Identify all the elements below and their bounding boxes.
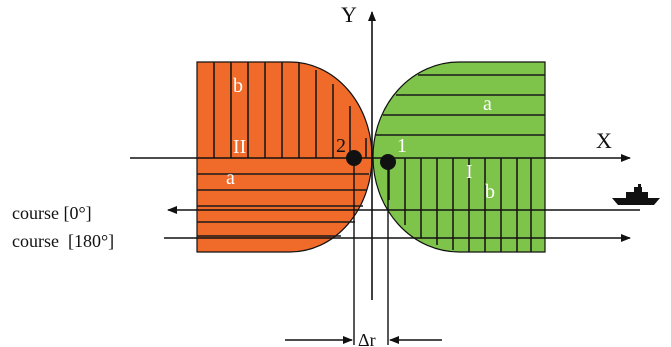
- delta-r-extension-lines: [353, 158, 389, 345]
- right-region-vertical-hatch: [388, 158, 532, 252]
- point-1-label: 1: [397, 135, 407, 157]
- point-2-marker: [346, 150, 362, 166]
- left-upper-sub-label: b: [233, 75, 243, 97]
- x-axis-label: X: [596, 128, 612, 153]
- right-region: [372, 61, 546, 253]
- right-lower-roman-label: I: [466, 161, 473, 183]
- right-lower-sub-label: b: [485, 181, 495, 203]
- left-region-vertical-hatch: [213, 62, 367, 158]
- left-region: [196, 61, 373, 253]
- point-2-label: 2: [336, 135, 346, 157]
- delta-r-label: Δr: [358, 330, 376, 347]
- course-0-label: course [0°]: [12, 203, 92, 223]
- left-region-fill: [196, 61, 373, 253]
- point-1-marker: [380, 154, 396, 170]
- left-lower-sub-label: a: [226, 167, 235, 189]
- right-region-horizontal-hatch: [376, 74, 545, 136]
- right-upper-sub-label: a: [483, 93, 492, 115]
- left-region-horizontal-hatch: [197, 173, 369, 237]
- right-region-fill: [372, 61, 546, 253]
- y-axis-label: Y: [341, 2, 357, 27]
- course-180-label: course [180°]: [12, 231, 114, 251]
- ship-icon: [612, 184, 660, 205]
- left-upper-roman-label: II: [233, 136, 246, 158]
